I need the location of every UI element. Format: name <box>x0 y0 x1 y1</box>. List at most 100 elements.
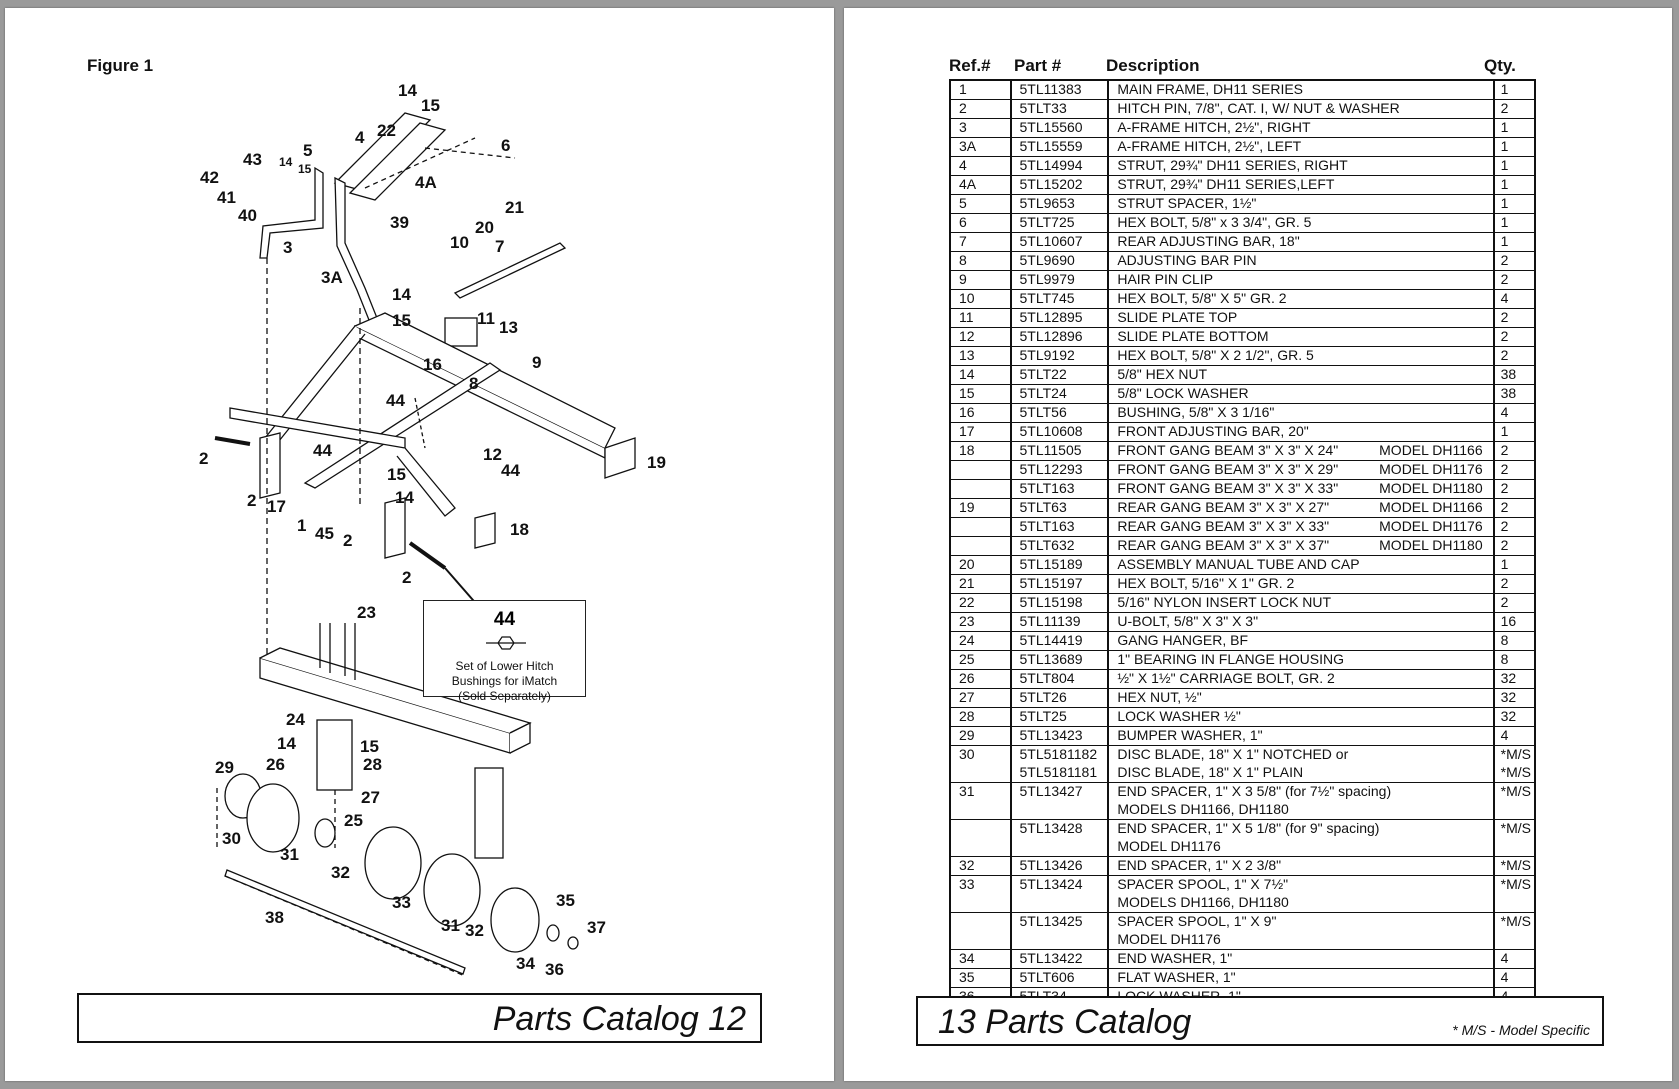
ref-cell-text: 17 <box>959 423 975 439</box>
description-cell: LOCK WASHER ½" <box>1107 707 1494 727</box>
description-cell-text: HAIR PIN CLIP <box>1117 271 1214 287</box>
part-number-cell-text: 5TLT725 <box>1019 214 1075 230</box>
left-page: Figure 1 <box>5 8 834 1081</box>
description-cell: BUSHING, 5/8" X 3 1/16" <box>1107 403 1494 423</box>
description-cell: HAIR PIN CLIP <box>1107 270 1494 290</box>
description-cell-text: ½" X 1½" CARRIAGE BOLT, GR. 2 <box>1117 670 1335 686</box>
diagram-label: 3 <box>283 238 292 257</box>
qty-cell: 2 <box>1492 327 1535 347</box>
qty-cell: *M/S <box>1492 745 1535 764</box>
qty-cell: 16 <box>1492 612 1535 632</box>
part-number-cell: 5TLT56 <box>1009 403 1109 423</box>
qty-cell-text: *M/S <box>1500 857 1531 873</box>
qty-cell-text: 8 <box>1500 632 1509 648</box>
ref-cell: 29 <box>949 726 1011 746</box>
ref-cell-text: 28 <box>959 708 975 724</box>
qty-cell: *M/S <box>1492 764 1535 783</box>
diagram-label: 26 <box>266 755 285 774</box>
description-cell: MODEL DH1176 <box>1107 931 1494 950</box>
diagram-label: 2 <box>247 491 256 510</box>
description-cell: MODEL DH1176 <box>1107 838 1494 857</box>
diagram-label: 15 <box>387 465 406 484</box>
diagram-label: 12 <box>483 445 502 464</box>
part-number-cell: 5TLT26 <box>1009 688 1109 708</box>
ref-cell <box>949 801 1011 820</box>
qty-cell: 2 <box>1492 479 1535 499</box>
model-text: MODEL DH1176 <box>1379 518 1483 534</box>
diagram-label: 14 <box>395 488 414 507</box>
part-number-cell: 5TL9192 <box>1009 346 1109 366</box>
description-cell-text: REAR GANG BEAM 3" X 3" X 37" <box>1117 537 1330 553</box>
diagram-label: 44 <box>501 461 520 480</box>
ref-cell-text: 18 <box>959 442 975 458</box>
description-cell: DISC BLADE, 18" X 1" PLAIN <box>1107 764 1494 783</box>
qty-cell: 2 <box>1492 517 1535 537</box>
part-number-cell: 5TLT163 <box>1009 517 1109 537</box>
qty-cell-text: 38 <box>1500 366 1517 382</box>
part-number-cell: 5TLT804 <box>1009 669 1109 689</box>
part-number-cell-text: 5TL9979 <box>1019 271 1075 287</box>
part-number-cell-text: 5TL9192 <box>1019 347 1075 363</box>
qty-cell-text: *M/S <box>1500 783 1531 799</box>
description-cell-text: 1" BEARING IN FLANGE HOUSING <box>1117 651 1345 667</box>
part-number-cell: 5TL10607 <box>1009 232 1109 252</box>
part-number-cell: 5TL12895 <box>1009 308 1109 328</box>
part-number-cell-text: 5TL13689 <box>1019 651 1083 667</box>
qty-cell-text: 32 <box>1500 708 1517 724</box>
description-cell: STRUT, 29¾" DH11 SERIES, RIGHT <box>1107 156 1494 176</box>
qty-cell-text: 1 <box>1500 138 1509 154</box>
qty-cell-text: *M/S <box>1500 746 1531 762</box>
qty-cell: 1 <box>1492 555 1535 575</box>
part-number-cell-text: 5TL15197 <box>1019 575 1083 591</box>
part-number-cell-text: 5TL11139 <box>1019 613 1081 629</box>
ref-cell: 3A <box>949 137 1011 157</box>
ref-cell-text: 4A <box>959 176 977 192</box>
qty-cell: 32 <box>1492 688 1535 708</box>
description-cell: MODELS DH1166, DH1180 <box>1107 894 1494 913</box>
qty-cell-text: 2 <box>1500 594 1509 610</box>
description-cell: BUMPER WASHER, 1" <box>1107 726 1494 746</box>
diagram-label: 41 <box>217 188 236 207</box>
description-cell: HEX BOLT, 5/16" X 1" GR. 2 <box>1107 574 1494 594</box>
part-number-cell-text: 5TL15559 <box>1019 138 1083 154</box>
ref-cell: 4 <box>949 156 1011 176</box>
qty-cell-text: 32 <box>1500 670 1517 686</box>
footer-box-left: Parts Catalog 12 <box>77 993 762 1043</box>
diagram-label: 7 <box>495 237 504 256</box>
part-number-cell: 5TL9690 <box>1009 251 1109 271</box>
description-cell: END SPACER, 1" X 5 1/8" (for 9" spacing) <box>1107 819 1494 838</box>
description-cell: 5/16" NYLON INSERT LOCK NUT <box>1107 593 1494 613</box>
part-number-cell-text: 5TLT25 <box>1019 708 1067 724</box>
diagram-label: 39 <box>390 213 409 232</box>
ref-cell <box>949 912 1011 931</box>
diagram-label: 4A <box>415 173 437 192</box>
description-cell: HITCH PIN, 7/8", CAT. I, W/ NUT & WASHER <box>1107 99 1494 119</box>
description-cell-text: U-BOLT, 5/8" X 3" X 3" <box>1117 613 1259 629</box>
description-cell-text: GANG HANGER, BF <box>1117 632 1249 648</box>
description-cell-text: 5/8" HEX NUT <box>1117 366 1208 382</box>
diagram-label: 22 <box>377 121 396 140</box>
diagram-label: 2 <box>343 531 352 550</box>
footer-box-right: 13 Parts Catalog * M/S - Model Specific <box>916 996 1604 1046</box>
ref-cell-text: 10 <box>959 290 975 306</box>
qty-cell: 2 <box>1492 270 1535 290</box>
description-cell-text: HEX NUT, ½" <box>1117 689 1202 705</box>
part-number-cell: 5TLT745 <box>1009 289 1109 309</box>
part-number-cell: 5TL14994 <box>1009 156 1109 176</box>
part-number-cell: 5TL13689 <box>1009 650 1109 670</box>
description-cell: GANG HANGER, BF <box>1107 631 1494 651</box>
ref-cell: 30 <box>949 745 1011 764</box>
